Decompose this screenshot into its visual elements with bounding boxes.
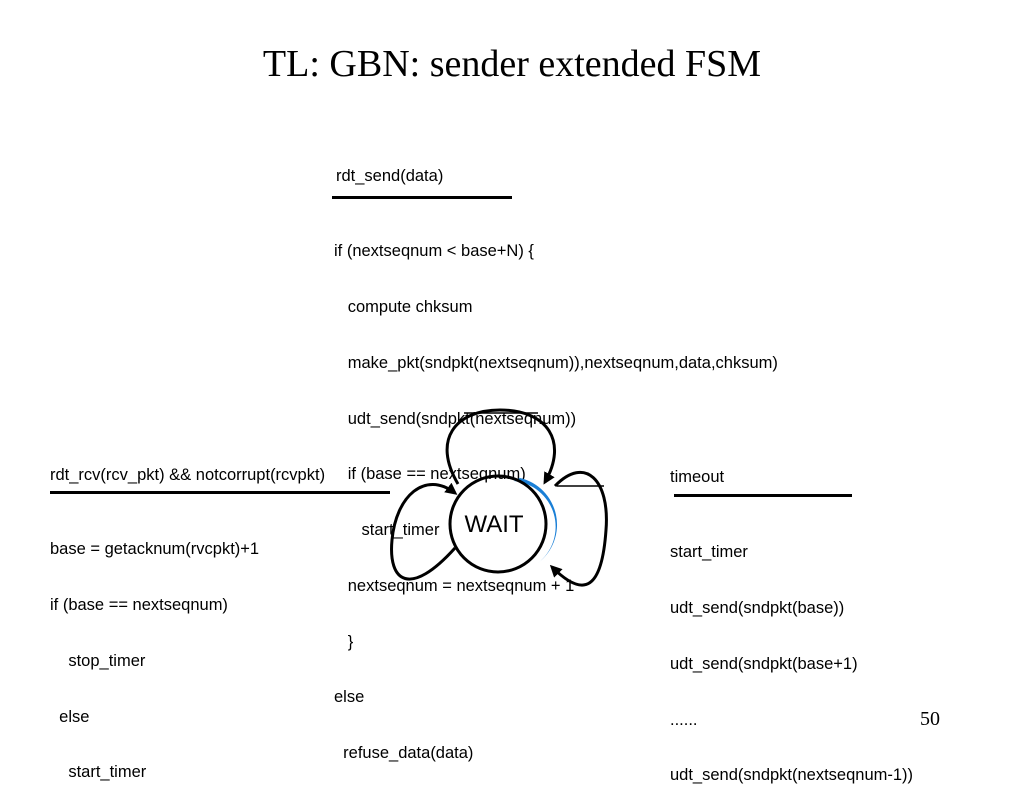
send-event-label: rdt_send(data) [336, 167, 444, 185]
timeout-event-divider [674, 494, 852, 497]
send-action-line: make_pkt(sndpkt(nextseqnum)),nextseqnum,… [334, 353, 778, 372]
receive-self-loop-arrow [390, 482, 458, 581]
timeout-self-loop-arrow [549, 471, 608, 587]
send-actions-block: if (nextseqnum < base+N) { compute chksu… [334, 205, 778, 781]
receive-event-label: rdt_rcv(rcv_pkt) && notcorrupt(rcvpkt) [50, 466, 326, 484]
send-action-line: refuse_data(data) [334, 744, 474, 763]
send-action-line: nextseqnum = nextseqnum + 1 [334, 576, 575, 595]
send-action-line: else [334, 688, 365, 707]
timeout-action-line: ...... [670, 710, 698, 729]
send-action-line: if (nextseqnum < base+N) { [334, 242, 534, 261]
page-number: 50 [920, 708, 940, 730]
timeout-action-line: start_timer [670, 543, 748, 562]
timeout-action-line: udt_send(sndpkt(base+1) [670, 654, 858, 673]
send-action-line: compute chksum [334, 297, 473, 316]
wait-state-circle [448, 474, 548, 574]
timeout-action-line: udt_send(sndpkt(base)) [670, 598, 845, 617]
slide-title: TL: GBN: sender extended FSM [262, 43, 762, 85]
fsm-diagram: WAIT [390, 408, 608, 587]
receive-action-line: if (base == nextseqnum) [50, 595, 228, 614]
receive-event-divider [50, 491, 390, 494]
send-self-loop-arrow [445, 408, 556, 485]
receive-action-line: else [50, 707, 90, 726]
send-event-divider [332, 196, 512, 199]
timeout-event-label: timeout [670, 468, 725, 486]
timeout-action-line: udt_send(sndpkt(nextseqnum-1)) [670, 766, 914, 785]
send-action-line: } [334, 632, 354, 651]
send-action-line: start_timer [334, 521, 440, 540]
receive-action-line: stop_timer [50, 651, 146, 670]
receive-action-line: base = getacknum(rvcpkt)+1 [50, 540, 260, 559]
wait-state-label: WAIT [464, 511, 523, 538]
